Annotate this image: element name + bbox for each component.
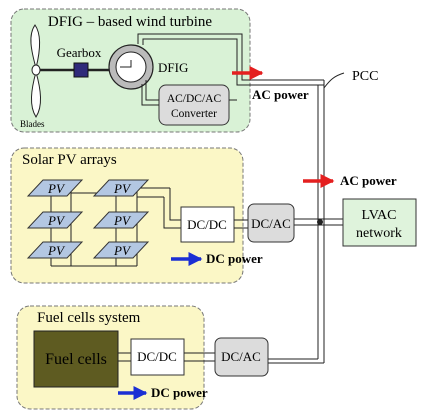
turbine-blades [30, 24, 41, 118]
rotor-line [145, 80, 159, 101]
pv-panels: PV PV PV PV PV PV [26, 179, 150, 259]
fuel-dcac-inverter [214, 337, 269, 377]
lvac-network-line2: network [356, 226, 402, 241]
wind-ac-power-label: AC power [252, 87, 309, 102]
fuel-dc-power-label: DC power [151, 385, 208, 400]
blades-label: Blades [20, 119, 45, 129]
stator-line [137, 33, 324, 81]
pv-panel: PV [92, 211, 150, 229]
wind-zone-title: DFIG – based wind turbine [48, 14, 212, 30]
pcc-junction [317, 219, 323, 225]
rotor-line-inner [141, 84, 159, 106]
pv-panel: PV [26, 179, 84, 197]
gearbox [73, 62, 89, 78]
pv-panel: PV [92, 241, 150, 259]
pcc-pointer [323, 72, 345, 89]
solar-dcac-label: DC/AC [251, 216, 291, 231]
lvac-network-box [342, 198, 417, 247]
svg-text:PV: PV [113, 181, 132, 196]
solar-dcdc-converter [180, 206, 235, 243]
fuel-dcac-label: DC/AC [221, 349, 261, 364]
pv-panel: PV [26, 211, 84, 229]
lvac-network-line1: LVAC [361, 208, 396, 223]
svg-text:PV: PV [47, 213, 66, 228]
solar-dc-power-label: DC power [206, 251, 263, 266]
svg-text:PV: PV [113, 213, 132, 228]
dfig-generator [108, 44, 154, 90]
fuel-cells-label: Fuel cells [45, 351, 107, 368]
converter-label-line1: AC/DC/AC [167, 93, 222, 105]
gearbox-label: Gearbox [57, 45, 102, 60]
dfig-label: DFIG [158, 60, 188, 75]
pcc-label: PCC [352, 69, 378, 84]
svg-text:PV: PV [47, 181, 66, 196]
fuel-zone-title: Fuel cells system [37, 310, 141, 326]
svg-text:PV: PV [113, 243, 132, 258]
solar-zone-title: Solar PV arrays [22, 152, 117, 168]
fuel-cells-stack [33, 330, 119, 388]
solar-dcdc-label: DC/DC [187, 217, 227, 232]
solar-dcac-inverter [247, 203, 295, 243]
fuel-dcdc-label: DC/DC [137, 349, 177, 364]
fuel-dcdc-converter [130, 338, 185, 376]
pv-panel: PV [92, 179, 150, 197]
svg-text:PV: PV [47, 243, 66, 258]
grid-ac-power-label: AC power [340, 173, 397, 188]
pv-panel: PV [26, 241, 84, 259]
stator-line-inner [142, 38, 324, 86]
converter-label-line2: Converter [171, 108, 217, 120]
